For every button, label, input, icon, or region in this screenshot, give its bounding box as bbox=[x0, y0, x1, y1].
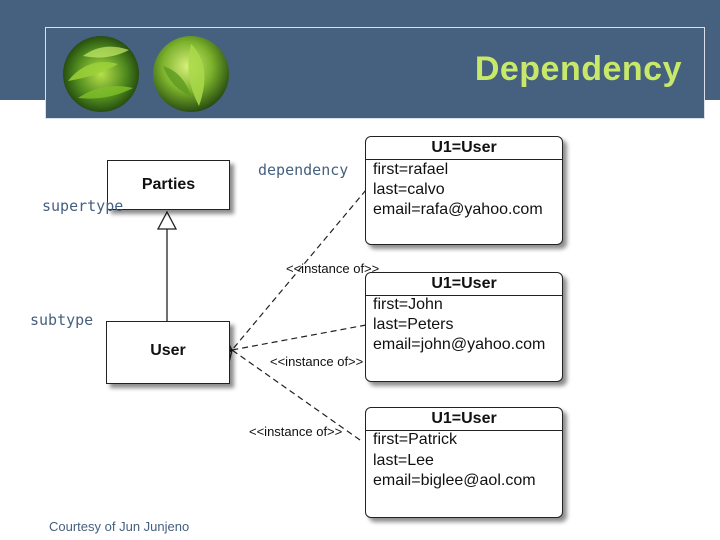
class-box-parties: Parties bbox=[107, 160, 230, 210]
courtesy-credit: Courtesy of Jun Junjeno bbox=[49, 519, 190, 534]
object-attr: first=rafael bbox=[373, 161, 449, 178]
object-attr: email=rafa@yahoo.com bbox=[373, 201, 543, 218]
dependency-line bbox=[232, 350, 361, 441]
object-attr: email=john@yahoo.com bbox=[373, 336, 546, 353]
object-attr: email=biglee@aol.com bbox=[373, 472, 536, 489]
slide-title: Dependency bbox=[474, 50, 682, 88]
generalization-arrowhead bbox=[156, 210, 178, 230]
subtype-label: subtype bbox=[30, 311, 94, 329]
dependency-label: dependency bbox=[258, 161, 349, 179]
class-name: Parties bbox=[141, 176, 196, 193]
dependency-line bbox=[232, 324, 367, 350]
object-attr: last=calvo bbox=[373, 181, 445, 198]
leaf-image bbox=[153, 36, 229, 112]
object-attr: last=Lee bbox=[373, 452, 434, 469]
instance-of-label: <<instance of>> bbox=[249, 424, 343, 439]
object-box: U1=User first=John last=Peters email=joh… bbox=[365, 272, 563, 382]
object-header: U1=User bbox=[366, 137, 562, 160]
object-attr: first=John bbox=[373, 296, 443, 313]
object-header: U1=User bbox=[366, 408, 562, 431]
class-name: User bbox=[150, 342, 186, 359]
object-header: U1=User bbox=[366, 273, 562, 296]
supertype-label: supertype bbox=[42, 197, 124, 215]
object-box: U1=User first=rafael last=calvo email=ra… bbox=[365, 136, 563, 245]
object-attr: first=Patrick bbox=[373, 431, 458, 448]
instance-of-label: <<instance of>> bbox=[286, 261, 380, 276]
object-box: U1=User first=Patrick last=Lee email=big… bbox=[365, 407, 563, 518]
dependency-line bbox=[232, 189, 367, 350]
leaf-image bbox=[63, 36, 139, 112]
object-attr: last=Peters bbox=[373, 316, 454, 333]
class-box-user: User bbox=[106, 321, 230, 384]
instance-of-label: <<instance of>> bbox=[270, 354, 364, 369]
